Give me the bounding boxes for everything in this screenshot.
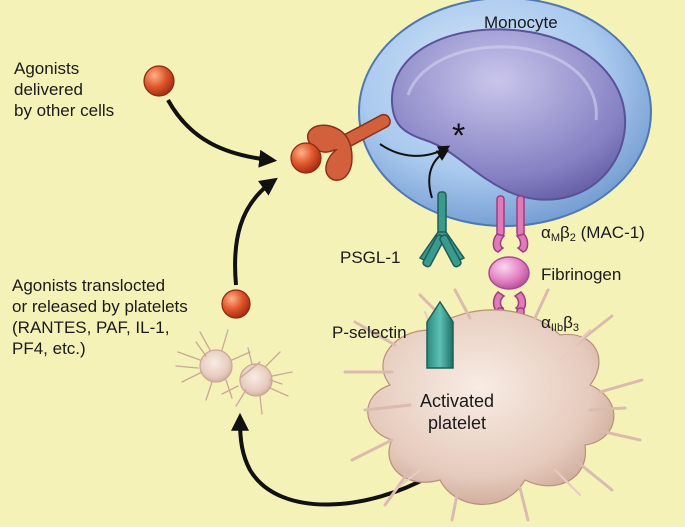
aiib-beta-sub: 3 [572,322,579,334]
mac1-suffix: (MAC-1) [575,223,645,242]
agonists-other-cells-label: Agonists delivered by other cells [14,59,115,120]
arrow-platelet-return [231,412,431,507]
agonists-platelets-label: Agonists translocted or released by plat… [12,276,188,358]
arrow-other-cells [166,99,278,168]
small-platelets [175,329,293,415]
p-selectin [426,300,454,369]
monocyte-nucleus [390,28,626,201]
mac1-alpha-sub: M [550,232,560,244]
agonist-ball-top [143,65,175,97]
psgl1-label: PSGL-1 [340,248,401,267]
aiib-b3-label: αIIbβ3 [541,312,579,339]
agonist-ball-bound [290,142,322,174]
fibrinogen [488,256,530,290]
mac1-alpha: α [541,223,551,242]
psgl1-receptor [418,191,466,268]
p-selectin-label: P-selectin [332,323,407,342]
mac1-beta: β [560,223,570,242]
fibrinogen-label: Fibrinogen [541,265,622,284]
mac1-integrin [492,195,529,253]
aiib-alpha-sub: IIb [550,322,564,334]
mac1-label: αMβ2 (MAC-1) [541,222,645,249]
arrow-platelets-up [233,177,278,286]
agonist-ball-platelet [221,289,251,319]
monocyte-cell [358,0,652,227]
asterisk-mark: * [452,117,465,155]
arrow-psgl1-signal [428,149,450,199]
activated-platelet-label: Activated platelet [420,391,495,433]
monocyte-label: Monocyte [484,13,558,32]
aiib-beta: β [563,313,573,332]
aiib-alpha: α [541,313,551,332]
mac1-beta-sub: 2 [569,232,576,244]
